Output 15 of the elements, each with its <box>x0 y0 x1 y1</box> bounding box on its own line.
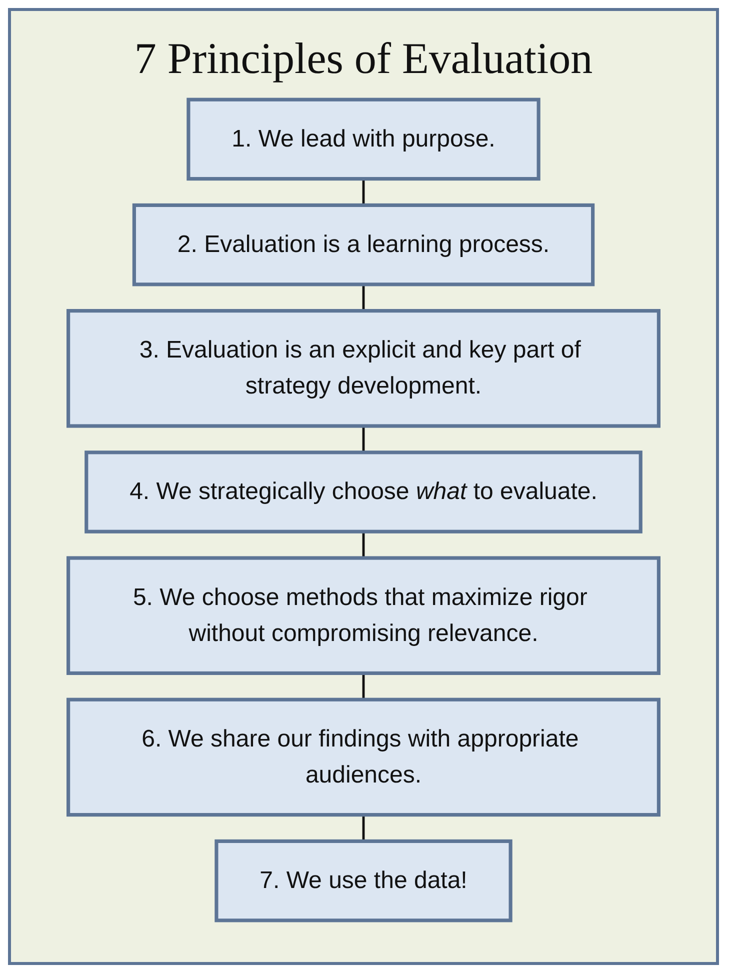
node-box <box>66 698 660 817</box>
node-box <box>84 450 642 534</box>
node-box <box>132 203 595 286</box>
connector <box>362 426 365 452</box>
diagram-title: 7 Principles of Evaluation <box>133 33 594 84</box>
page-panel: 7 Principles of Evaluation 1. We lead with purpose. 2. Evaluation is a learning process. 3. Evaluation is an explicit and key part of strategy development. 4. We strategically choose what to evaluate. 5. We choose methods that maximize rigor without compromising relevance. 6. We share our findings with appropriate audiences. 7. We use the data! <box>8 8 719 965</box>
connector <box>362 284 365 311</box>
node-box <box>66 556 660 675</box>
connector <box>362 814 365 842</box>
node-box <box>66 309 660 428</box>
connector <box>362 532 365 558</box>
node-box <box>214 839 512 922</box>
connector <box>362 178 365 206</box>
connector <box>362 673 365 700</box>
node-box <box>186 98 540 181</box>
